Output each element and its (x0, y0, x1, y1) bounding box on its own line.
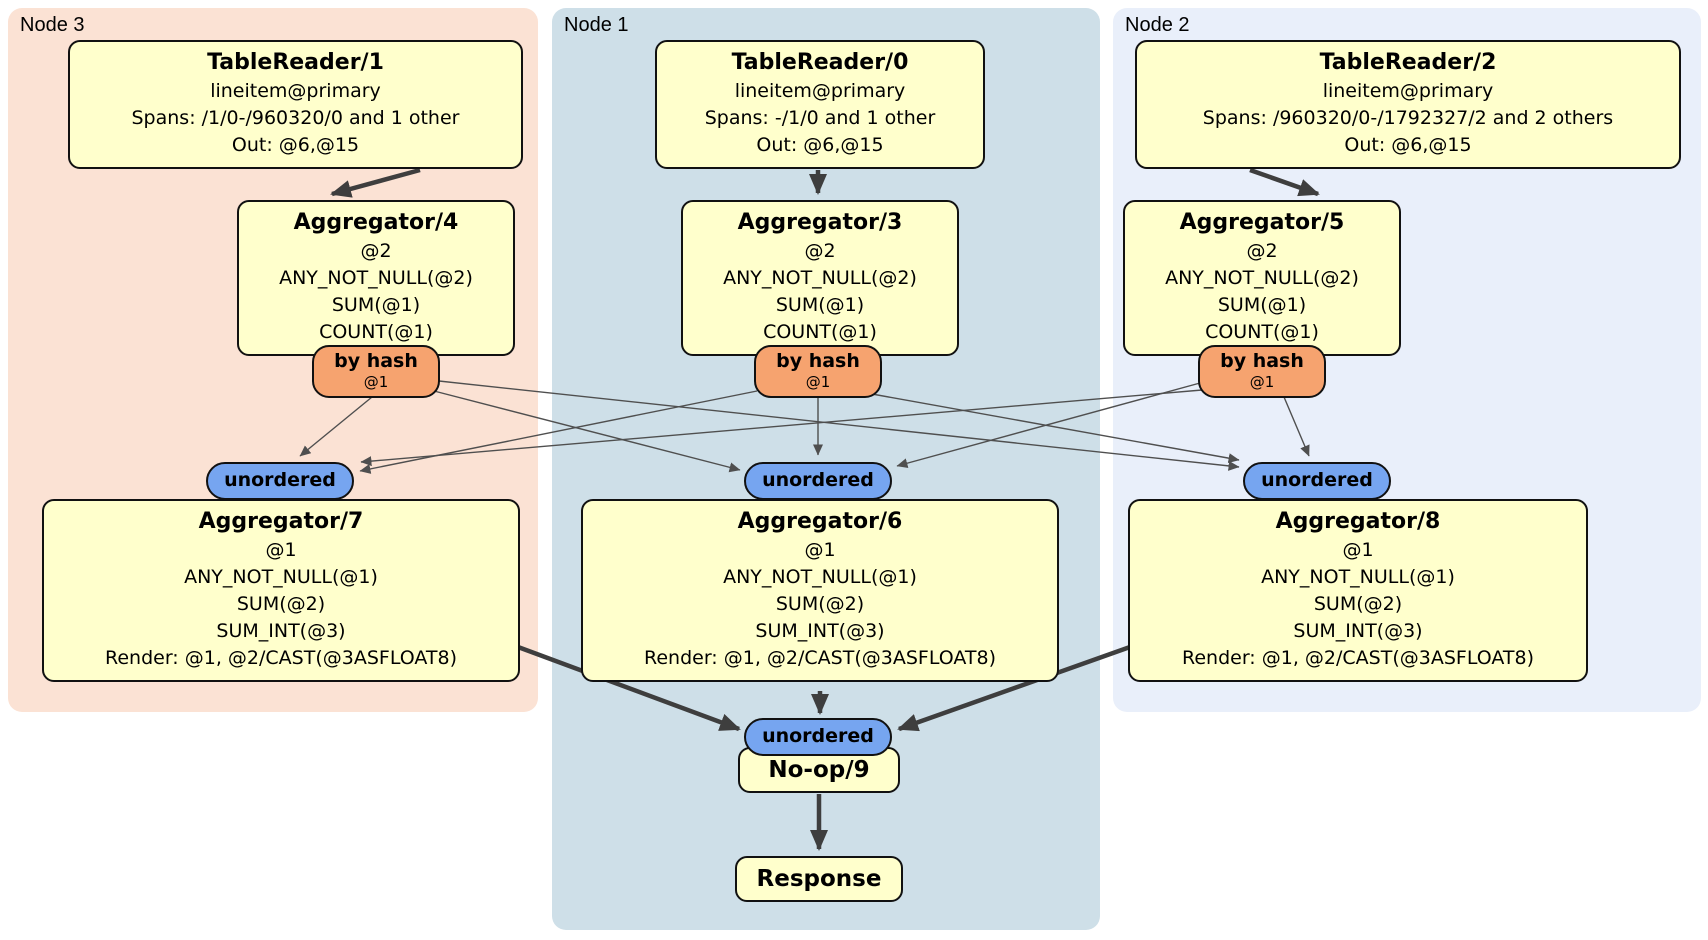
processor-title: TableReader/1 (207, 50, 384, 75)
processor-detail: Spans: /1/0-/960320/0 and 1 other (131, 107, 460, 129)
processor-detail: COUNT(@1) (763, 321, 877, 343)
processor-detail: ANY_NOT_NULL(@2) (279, 267, 473, 289)
processor-detail: SUM(@2) (236, 593, 326, 615)
processor-aggregator-4: Aggregator/4 @2 ANY_NOT_NULL(@2) SUM(@1)… (237, 200, 515, 356)
edge-aggregator8-final-sync (897, 644, 1131, 732)
synchronizer-unordered-6: unordered (744, 462, 892, 500)
processor-detail: SUM(@1) (775, 294, 865, 316)
stream-byhash4-unordered8 (438, 380, 1240, 471)
processor-detail: @2 (804, 240, 836, 262)
processor-tablereader-0: TableReader/0 lineitem@primary Spans: -/… (655, 40, 985, 169)
router-key: @1 (363, 373, 389, 391)
processor-detail: SUM(@1) (1217, 294, 1307, 316)
synchronizer-unordered-8: unordered (1243, 462, 1391, 500)
router-label: by hash (776, 350, 860, 372)
processor-detail: @2 (360, 240, 392, 262)
processor-detail: COUNT(@1) (1205, 321, 1319, 343)
processor-detail: SUM(@1) (331, 294, 421, 316)
processor-detail: SUM_INT(@3) (216, 620, 346, 642)
processor-detail: SUM(@2) (1313, 593, 1403, 615)
router-by-hash-4: by hash @1 (312, 345, 440, 398)
processor-detail: Out: @6,@15 (756, 134, 884, 156)
processor-detail: lineitem@primary (734, 80, 906, 102)
processor-title: Aggregator/8 (1275, 509, 1441, 534)
processor-detail: ANY_NOT_NULL(@2) (723, 267, 917, 289)
response-title: Response (756, 866, 882, 892)
processor-aggregator-5: Aggregator/5 @2 ANY_NOT_NULL(@2) SUM(@1)… (1123, 200, 1401, 356)
processor-detail: lineitem@primary (1322, 80, 1494, 102)
processor-detail: Out: @6,@15 (231, 134, 360, 156)
processor-detail: COUNT(@1) (319, 321, 433, 343)
router-key: @1 (805, 373, 831, 391)
processor-title: Aggregator/5 (1179, 210, 1345, 235)
processor-detail: ANY_NOT_NULL(@1) (1261, 566, 1455, 588)
router-label: by hash (1220, 350, 1304, 372)
processor-detail: SUM(@2) (775, 593, 865, 615)
processor-title: Aggregator/4 (293, 210, 459, 235)
processor-aggregator-6: Aggregator/6 @1 ANY_NOT_NULL(@1) SUM(@2)… (581, 499, 1059, 682)
processor-detail: SUM_INT(@3) (755, 620, 885, 642)
stream-byhash5-unordered7 (360, 389, 1203, 467)
processor-title: No-op/9 (768, 757, 870, 783)
processor-aggregator-8: Aggregator/8 @1 ANY_NOT_NULL(@1) SUM(@2)… (1128, 499, 1588, 682)
processor-detail: Spans: -/1/0 and 1 other (704, 107, 936, 129)
processor-detail: @1 (804, 539, 836, 561)
node-group-3-label: Node 3 (20, 14, 85, 36)
processor-detail: Render: @1, @2/CAST(@3ASFLOAT8) (105, 647, 457, 669)
router-label: by hash (334, 350, 418, 372)
processor-title: TableReader/2 (1319, 50, 1497, 75)
edge-tablereader1-aggregator4 (330, 167, 421, 198)
stream-byhash5-unordered8 (1283, 396, 1310, 457)
processor-title: Aggregator/3 (737, 210, 903, 235)
processor-detail: @1 (1342, 539, 1374, 561)
router-key: @1 (1249, 373, 1275, 391)
processor-tablereader-2: TableReader/2 lineitem@primary Spans: /9… (1135, 40, 1681, 169)
stream-byhash4-unordered6 (433, 390, 741, 473)
processor-detail: Render: @1, @2/CAST(@3ASFLOAT8) (644, 647, 996, 669)
processor-title: Aggregator/7 (198, 509, 364, 534)
node-group-2-label: Node 2 (1125, 14, 1190, 36)
processor-tablereader-1: TableReader/1 lineitem@primary Spans: /1… (68, 40, 523, 169)
processor-detail: Render: @1, @2/CAST(@3ASFLOAT8) (1182, 647, 1534, 669)
stream-byhash3-unordered8 (871, 393, 1240, 464)
stream-byhash3-unordered7 (359, 390, 758, 474)
processor-detail: ANY_NOT_NULL(@1) (723, 566, 917, 588)
response-box: Response (735, 856, 903, 902)
router-by-hash-3: by hash @1 (754, 345, 882, 398)
stream-byhash5-unordered6 (896, 382, 1201, 469)
processor-aggregator-3: Aggregator/3 @2 ANY_NOT_NULL(@2) SUM(@1)… (681, 200, 959, 356)
edge-aggregator7-final-sync (517, 644, 741, 732)
node-group-1-label: Node 1 (564, 14, 629, 36)
processor-detail: ANY_NOT_NULL(@2) (1165, 267, 1359, 289)
router-by-hash-5: by hash @1 (1198, 345, 1326, 398)
processor-detail: @1 (265, 539, 297, 561)
processor-detail: Out: @6,@15 (1344, 134, 1472, 156)
processor-detail: @2 (1246, 240, 1278, 262)
synchronizer-unordered-7: unordered (206, 462, 354, 500)
processor-aggregator-7: Aggregator/7 @1 ANY_NOT_NULL(@1) SUM(@2)… (42, 499, 520, 682)
edge-tablereader2-aggregator5 (1249, 167, 1320, 197)
processor-detail: Spans: /960320/0-/1792327/2 and 2 others (1202, 107, 1614, 129)
stream-byhash4-unordered7 (299, 396, 373, 457)
processor-title: Aggregator/6 (737, 509, 903, 534)
processor-title: TableReader/0 (731, 50, 909, 75)
synchronizer-unordered-final: unordered (744, 718, 892, 756)
processor-detail: SUM_INT(@3) (1293, 620, 1423, 642)
processor-detail: ANY_NOT_NULL(@1) (184, 566, 378, 588)
processor-detail: lineitem@primary (210, 80, 381, 102)
